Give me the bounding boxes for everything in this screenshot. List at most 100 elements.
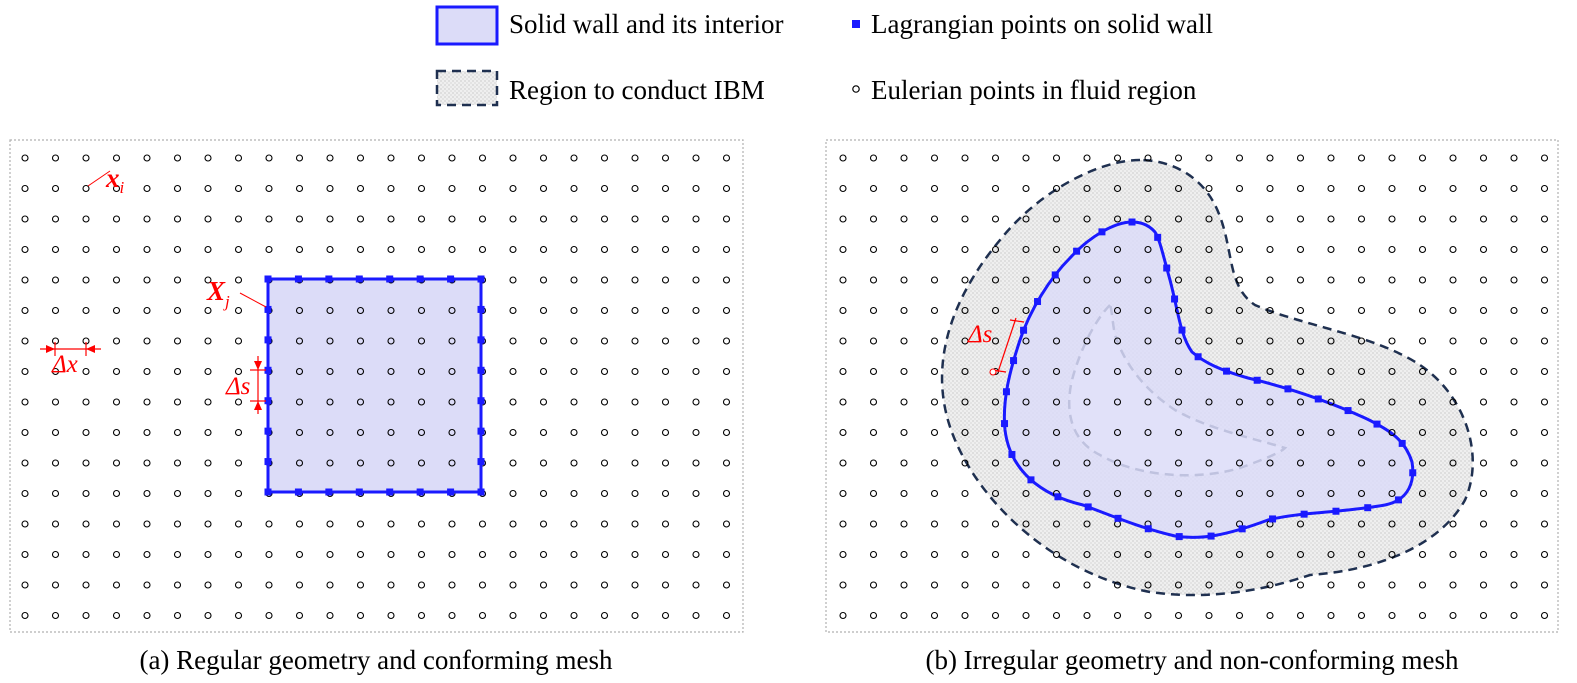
eulerian-point <box>143 306 151 315</box>
eulerian-point <box>1327 581 1335 589</box>
eulerian-point <box>509 520 517 528</box>
eulerian-point <box>631 367 639 376</box>
eulerian-point <box>1052 459 1061 467</box>
eulerian-point <box>1052 245 1061 254</box>
eulerian-point <box>21 154 29 162</box>
eulerian-point <box>1022 184 1030 193</box>
eulerian-point <box>722 276 731 284</box>
eulerian-point <box>900 276 908 284</box>
legend-ibm-region-swatch <box>435 69 499 107</box>
eulerian-point <box>82 398 90 406</box>
eulerian-point <box>204 611 212 620</box>
eulerian-point <box>82 306 90 315</box>
eulerian-point <box>839 276 847 284</box>
eulerian-point <box>1174 367 1183 376</box>
eulerian-point <box>1144 184 1152 193</box>
eulerian-point <box>1418 459 1427 467</box>
eulerian-point <box>1205 276 1213 284</box>
eulerian-point <box>1388 459 1396 467</box>
eulerian-point <box>661 367 670 376</box>
eulerian-point <box>1327 306 1335 315</box>
eulerian-point <box>234 306 243 315</box>
eulerian-point <box>991 398 1000 406</box>
eulerian-point <box>1418 276 1427 284</box>
eulerian-point <box>1418 520 1427 528</box>
eulerian-point <box>204 276 212 284</box>
eulerian-point <box>143 428 151 437</box>
eulerian-point <box>839 520 847 528</box>
eulerian-point <box>631 581 639 589</box>
eulerian-point <box>1327 337 1335 345</box>
eulerian-point <box>991 611 1000 620</box>
eulerian-point <box>961 398 969 406</box>
eulerian-point <box>1327 215 1335 223</box>
eulerian-point <box>1174 215 1183 223</box>
eulerian-point <box>1510 215 1518 223</box>
eulerian-point <box>1449 337 1457 345</box>
eulerian-point <box>1510 154 1518 162</box>
eulerian-point <box>82 459 90 467</box>
eulerian-point <box>478 581 487 589</box>
eulerian-point <box>1296 550 1305 559</box>
eulerian-point <box>930 276 939 284</box>
eulerian-point <box>82 184 90 193</box>
eulerian-point <box>448 398 456 406</box>
eulerian-point <box>930 581 939 589</box>
eulerian-point <box>1357 520 1366 528</box>
eulerian-point <box>326 398 334 406</box>
eulerian-point <box>1235 367 1244 376</box>
eulerian-point <box>265 581 273 589</box>
eulerian-point <box>991 306 1000 315</box>
eulerian-point <box>1479 489 1488 498</box>
eulerian-point <box>51 550 60 559</box>
eulerian-point <box>478 154 487 162</box>
eulerian-point <box>1022 428 1030 437</box>
lagrangian-point <box>1051 271 1059 279</box>
eulerian-point <box>900 489 908 498</box>
eulerian-point <box>1235 428 1244 437</box>
eulerian-point <box>1235 215 1244 223</box>
eulerian-point <box>417 184 426 193</box>
eulerian-point <box>112 337 121 345</box>
eulerian-point <box>234 459 243 467</box>
eulerian-point <box>234 611 243 620</box>
eulerian-point <box>21 184 29 193</box>
eulerian-point <box>570 154 578 162</box>
eulerian-point <box>1235 581 1244 589</box>
eulerian-point <box>869 611 878 620</box>
eulerian-point <box>1540 489 1549 498</box>
eulerian-point <box>661 154 670 162</box>
eulerian-point <box>1449 520 1457 528</box>
eulerian-point <box>204 337 212 345</box>
eulerian-point <box>295 154 304 162</box>
panel-b-eulerian-grid <box>839 154 1549 620</box>
eulerian-point <box>570 611 578 620</box>
lagrangian-point <box>1332 507 1340 515</box>
eulerian-point <box>173 215 182 223</box>
eulerian-point <box>1052 367 1061 376</box>
eulerian-point <box>21 611 29 620</box>
eulerian-point <box>1083 428 1091 437</box>
eulerian-point <box>1144 154 1152 162</box>
lagrangian-point <box>264 458 272 466</box>
eulerian-point <box>143 520 151 528</box>
eulerian-point <box>839 489 847 498</box>
eulerian-point <box>991 428 1000 437</box>
eulerian-point <box>570 550 578 559</box>
eulerian-point <box>1174 611 1183 620</box>
eulerian-point <box>961 428 969 437</box>
eulerian-point <box>1266 581 1274 589</box>
eulerian-point <box>326 306 334 315</box>
eulerian-point <box>1449 306 1457 315</box>
eulerian-point <box>539 337 548 345</box>
eulerian-point <box>1052 215 1061 223</box>
legend-solid-wall-swatch <box>435 5 499 46</box>
eulerian-point <box>1388 276 1396 284</box>
eulerian-point <box>839 367 847 376</box>
eulerian-point <box>961 215 969 223</box>
eulerian-point <box>661 550 670 559</box>
legend: Solid wall and its interior Region to co… <box>435 5 1213 107</box>
eulerian-point <box>387 184 395 193</box>
eulerian-point <box>417 581 426 589</box>
eulerian-point <box>1022 398 1030 406</box>
